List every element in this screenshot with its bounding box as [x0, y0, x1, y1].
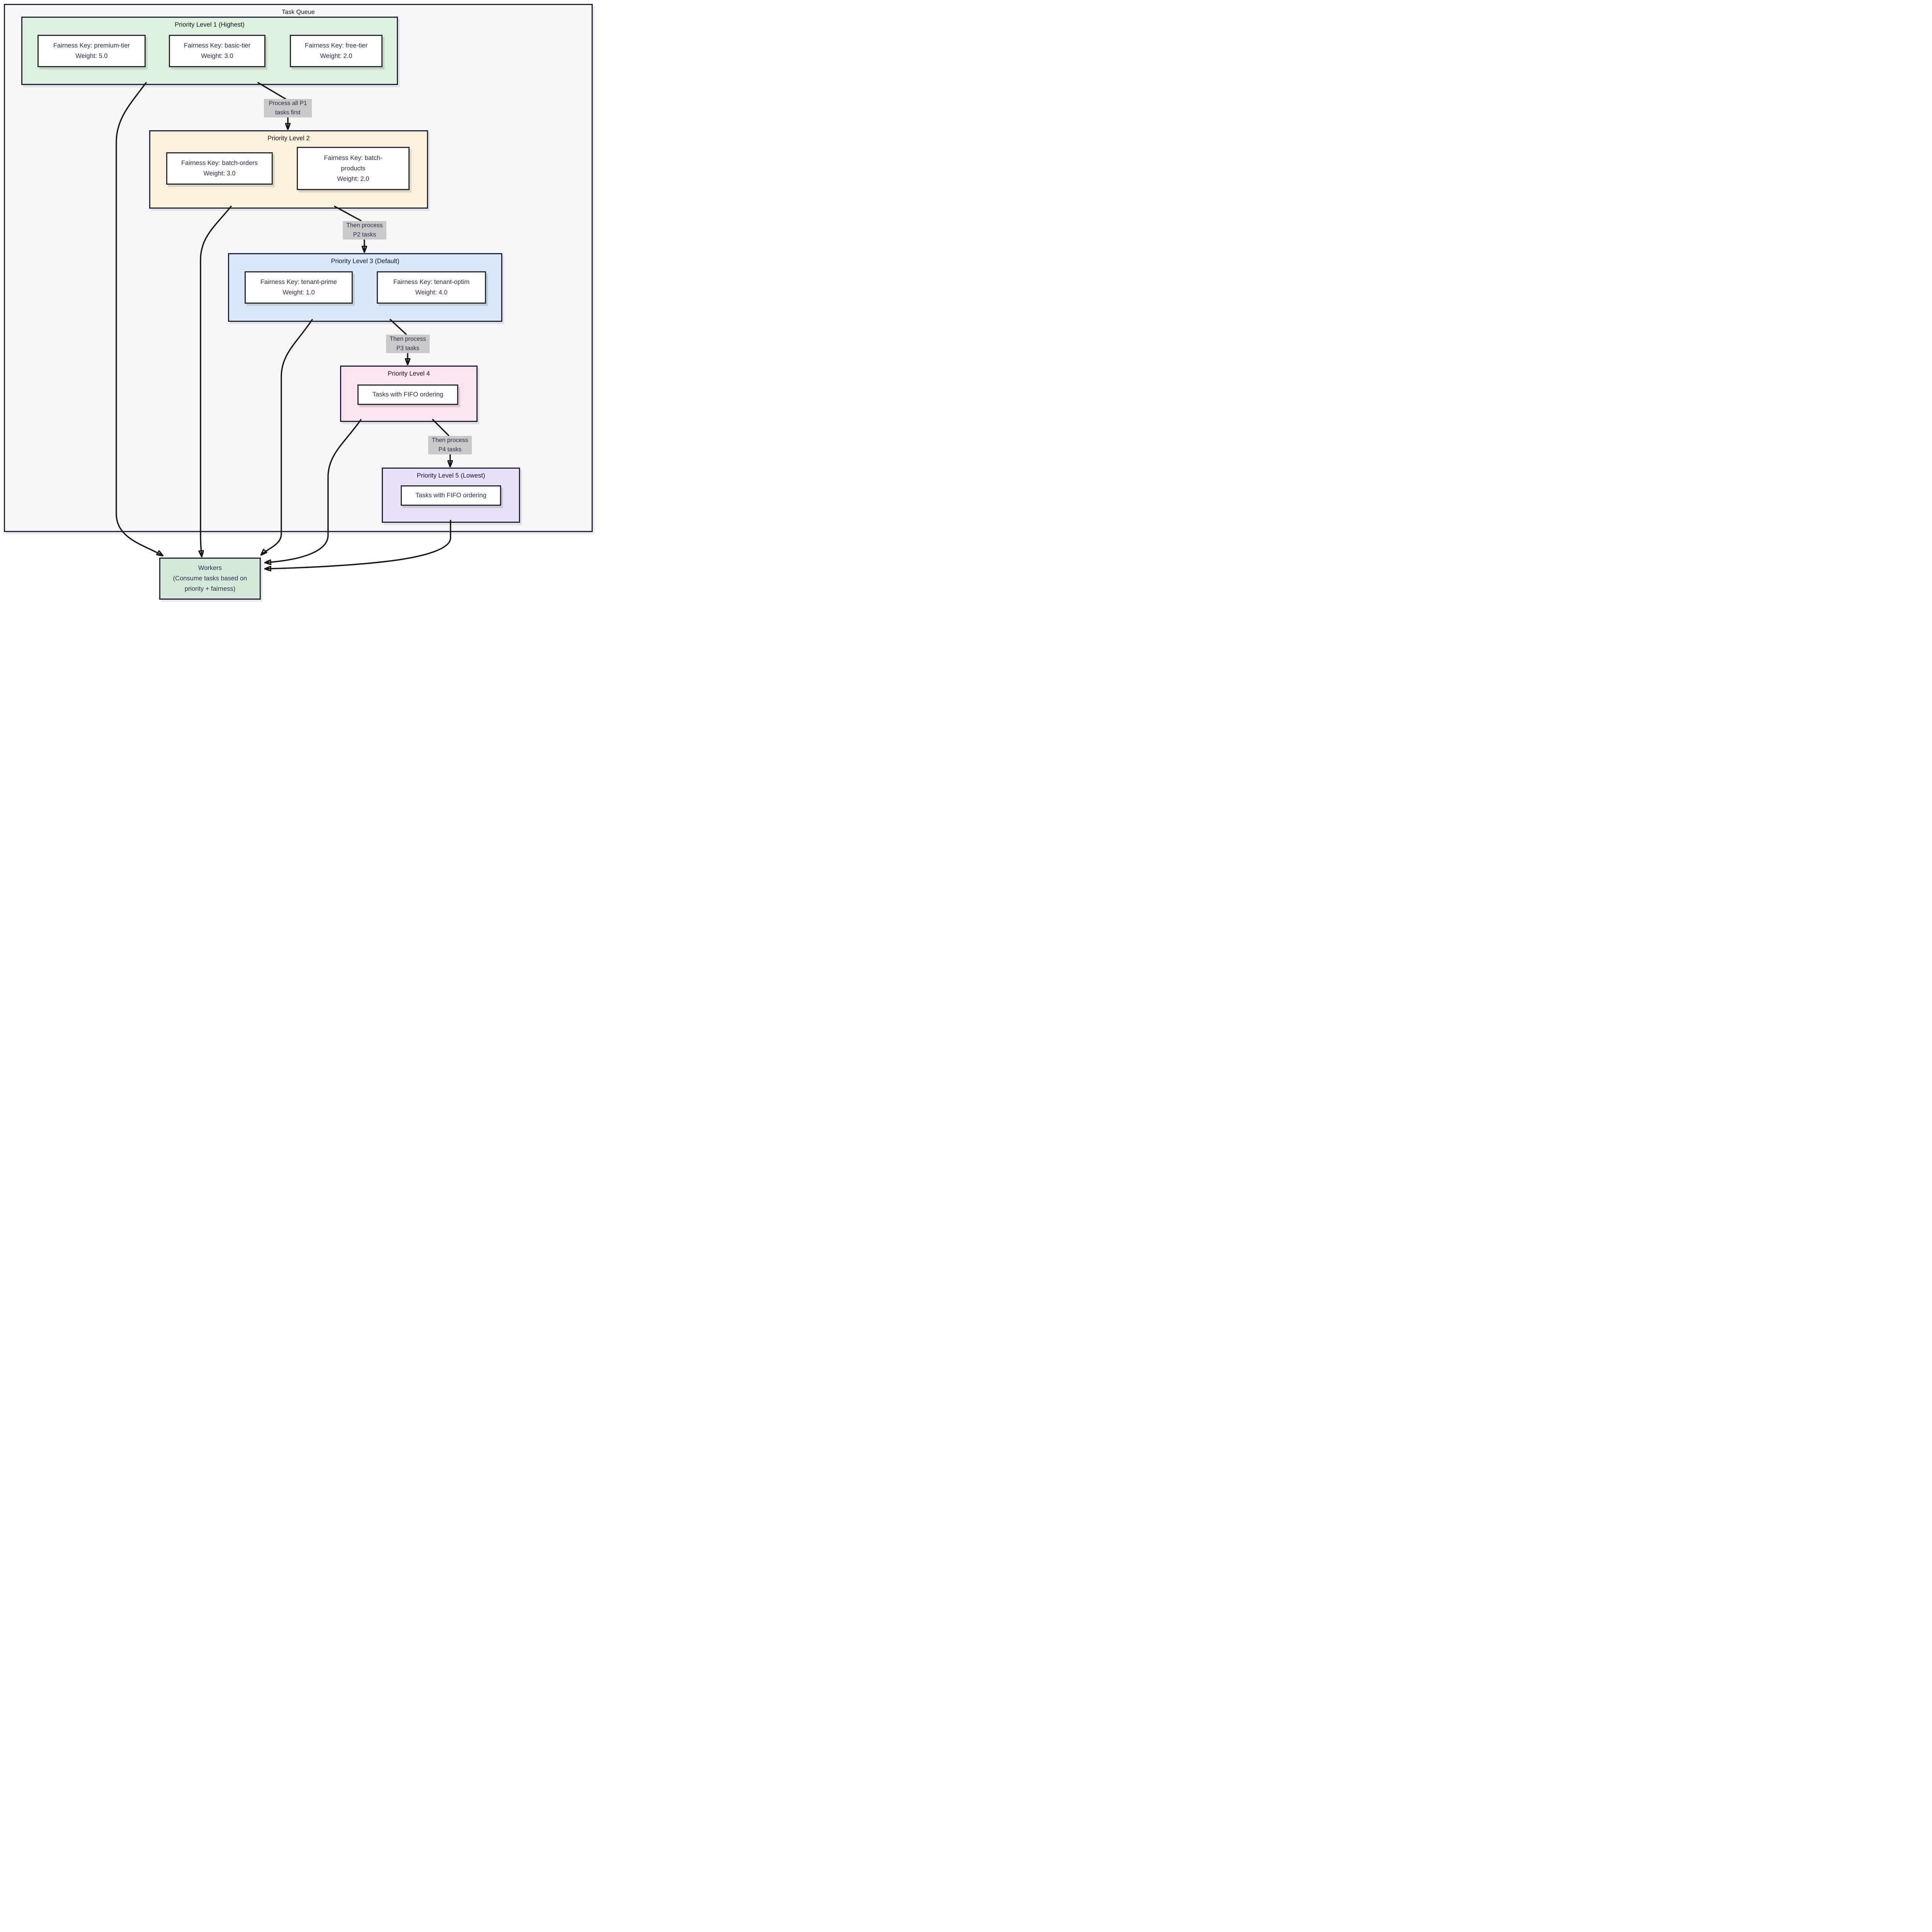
edge-label-p2-p3: Then process P2 tasks [343, 221, 386, 240]
edge-p2-to-label [334, 206, 362, 221]
node-premium-tier-weight: Weight: 5.0 [75, 53, 108, 60]
node-p5-fifo: Tasks with FIFO ordering [401, 485, 501, 506]
node-p4-fifo: Tasks with FIFO ordering [357, 384, 458, 405]
edge-label-p1-p2-line2: tasks first [275, 109, 301, 116]
node-tenant-prime: Fairness Key: tenant-prime Weight: 1.0 [245, 271, 353, 304]
edge-label-p4-p5-line2: P4 tasks [438, 446, 462, 453]
edges-layer [116, 82, 596, 603]
edge-p2-to-workers [201, 206, 232, 556]
edge-p4-to-label [432, 419, 449, 436]
node-p5-fifo-label: Tasks with FIFO ordering [415, 492, 486, 499]
node-p4-fifo-label: Tasks with FIFO ordering [372, 391, 444, 398]
edge-label-p4-p5-line1: Then process [432, 437, 468, 444]
edge-label-p2-p3-line2: P2 tasks [353, 231, 376, 238]
priority-level-4-title: Priority Level 4 [388, 370, 430, 377]
priority-level-3-title: Priority Level 3 (Default) [331, 258, 400, 265]
edge-p4-to-workers [265, 419, 362, 563]
edge-label-p2-p3-line1: Then process [346, 222, 383, 229]
node-tenant-optim-weight: Weight: 4.0 [415, 289, 448, 296]
node-batch-products-weight: Weight: 2.0 [337, 175, 369, 182]
node-basic-tier: Fairness Key: basic-tier Weight: 3.0 [169, 35, 265, 67]
node-batch-products-key-line1: Fairness Key: batch- [324, 154, 383, 162]
workers-node: Workers (Consume tasks based on priority… [159, 558, 261, 600]
edge-p3-to-label [389, 319, 407, 335]
node-basic-tier-key: Fairness Key: basic-tier [184, 42, 251, 49]
node-batch-orders-key: Fairness Key: batch-orders [181, 160, 258, 167]
node-batch-products-key-line2: products [341, 165, 366, 172]
node-batch-orders-weight: Weight: 3.0 [203, 170, 236, 177]
node-premium-tier: Fairness Key: premium-tier Weight: 5.0 [37, 35, 146, 67]
workers-line2: (Consume tasks based on [173, 575, 247, 582]
edge-label-p3-p4: Then process P3 tasks [386, 335, 430, 353]
edge-p5-to-workers [265, 520, 451, 569]
priority-level-2-title: Priority Level 2 [267, 135, 310, 142]
node-tenant-optim-key: Fairness Key: tenant-optim [393, 279, 470, 286]
edge-p3-to-workers [261, 319, 313, 555]
node-free-tier-key: Fairness Key: free-tier [304, 42, 368, 49]
edge-label-p1-p2: Process all P1 tasks first [264, 99, 312, 117]
edge-p1-to-workers [116, 82, 163, 556]
task-queue-title: Task Queue [282, 9, 315, 15]
node-tenant-prime-key: Fairness Key: tenant-prime [260, 279, 337, 286]
workers-line1: Workers [198, 565, 222, 571]
workers-line3: priority + fairness) [184, 585, 236, 592]
edge-p1-to-label [257, 82, 286, 100]
flowchart-canvas: Task Queue Priority Level 1 (Highest) Fa… [0, 0, 596, 603]
edge-label-p4-p5: Then process P4 tasks [428, 436, 472, 454]
node-basic-tier-weight: Weight: 3.0 [201, 53, 233, 60]
node-free-tier: Fairness Key: free-tier Weight: 2.0 [290, 35, 383, 67]
edge-label-p3-p4-line2: P3 tasks [396, 345, 420, 352]
node-free-tier-weight: Weight: 2.0 [320, 53, 352, 60]
node-premium-tier-key: Fairness Key: premium-tier [53, 42, 130, 49]
priority-level-5-title: Priority Level 5 (Lowest) [417, 472, 485, 479]
priority-level-1-title: Priority Level 1 (Highest) [175, 21, 245, 28]
node-tenant-optim: Fairness Key: tenant-optim Weight: 4.0 [377, 271, 486, 304]
node-batch-orders: Fairness Key: batch-orders Weight: 3.0 [166, 152, 273, 185]
node-tenant-prime-weight: Weight: 1.0 [282, 289, 315, 296]
edge-label-p1-p2-line1: Process all P1 [269, 100, 307, 107]
edge-label-p3-p4-line1: Then process [389, 336, 426, 342]
node-batch-products: Fairness Key: batch- products Weight: 2.… [297, 147, 410, 190]
